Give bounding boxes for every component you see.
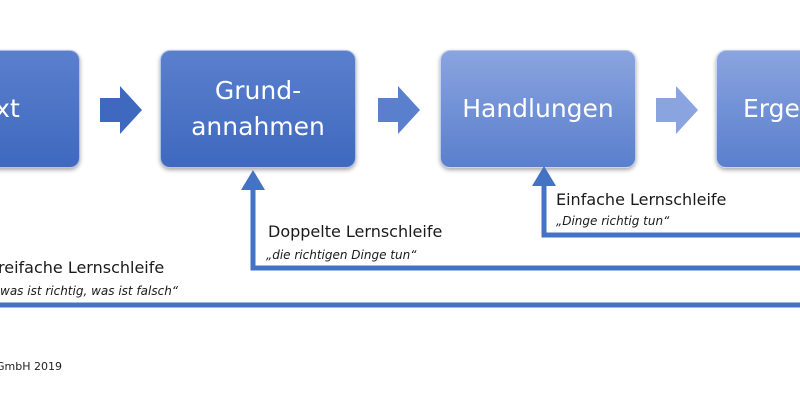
arrow-right-icon [100, 86, 142, 134]
box-ergebnisse: Erge [716, 50, 800, 168]
box-kontext: ext [0, 50, 80, 168]
triple-loop-title: reifache Lernschleife [0, 258, 165, 277]
double-loop-quote: „die richtigen Dinge tun“ [266, 248, 417, 262]
single-loop-arrowhead [532, 166, 556, 186]
triple-loop-quote: was ist richtig, was ist falsch“ [0, 284, 179, 298]
box-handlungen: Handlungen [440, 50, 636, 168]
arrow-right-icon [378, 86, 420, 134]
copyright-footer: GmbH 2019 [0, 360, 62, 373]
double-loop-line [250, 188, 800, 271]
single-loop-title: Einfache Lernschleife [556, 190, 727, 209]
box-grundannahmen: Grund- annahmen [160, 50, 356, 168]
single-loop-quote: „Dinge richtig tun“ [556, 214, 670, 228]
double-loop-arrowhead [241, 170, 265, 190]
single-loop-line [541, 184, 800, 238]
arrow-right-icon [656, 86, 698, 134]
double-loop-title: Doppelte Lernschleife [268, 222, 443, 241]
